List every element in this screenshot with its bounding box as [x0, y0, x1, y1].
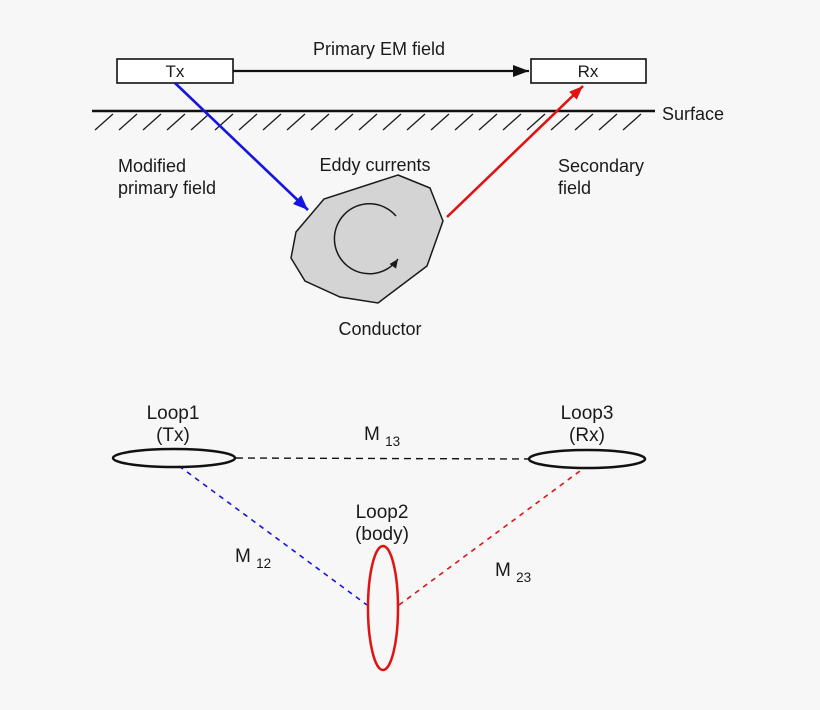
secondary-field-label: Secondary field: [558, 156, 644, 198]
loop3-rx-coil: [527, 448, 647, 470]
modified-primary-field-line1: Modified: [118, 156, 186, 176]
m13-label: M 13: [364, 424, 400, 449]
modified-primary-field-arrow: [174, 82, 309, 211]
eddy-current-loop-arrow: [333, 203, 399, 275]
m13-subscript: 13: [385, 434, 400, 449]
loop2-body-coil: [366, 544, 400, 672]
surface-hatching: [94, 113, 642, 131]
modified-primary-field-line2: primary field: [118, 178, 216, 198]
loop3-role: (Rx): [569, 425, 605, 446]
modified-primary-field-label: Modified primary field: [118, 156, 216, 198]
loop3-name: Loop3: [561, 403, 614, 424]
loop1-label: Loop1 (Tx): [147, 403, 200, 446]
secondary-field-line2: field: [558, 178, 591, 198]
m23-coupling-line: [398, 467, 585, 606]
loop1-tx-coil: [111, 447, 237, 469]
eddy-currents-label: Eddy currents: [319, 155, 430, 175]
tx-label: Tx: [166, 62, 185, 81]
rx-label: Rx: [578, 62, 599, 81]
m12-label: M 12: [235, 546, 271, 571]
m13-base: M: [364, 424, 380, 445]
loop3-label: Loop3 (Rx): [561, 403, 614, 446]
loop1-name: Loop1: [147, 403, 200, 424]
secondary-field-arrow: [446, 85, 584, 218]
m23-subscript: 23: [516, 570, 531, 585]
surface-label: Surface: [662, 104, 724, 124]
m23-base: M: [495, 560, 511, 581]
loop2-role: (body): [355, 524, 409, 545]
m12-subscript: 12: [256, 556, 271, 571]
loop2-label: Loop2 (body): [355, 502, 409, 545]
secondary-field-line1: Secondary: [558, 156, 644, 176]
loop2-name: Loop2: [356, 502, 409, 523]
m23-label: M 23: [495, 560, 531, 585]
m12-base: M: [235, 546, 251, 567]
conductor-label: Conductor: [338, 319, 421, 339]
conductor-body: [290, 174, 444, 304]
rx-box: [530, 58, 647, 84]
primary-em-field-label: Primary EM field: [313, 39, 445, 59]
m12-coupling-line: [178, 465, 368, 606]
loop1-role: (Tx): [156, 425, 190, 446]
m13-coupling-line: [235, 457, 530, 460]
